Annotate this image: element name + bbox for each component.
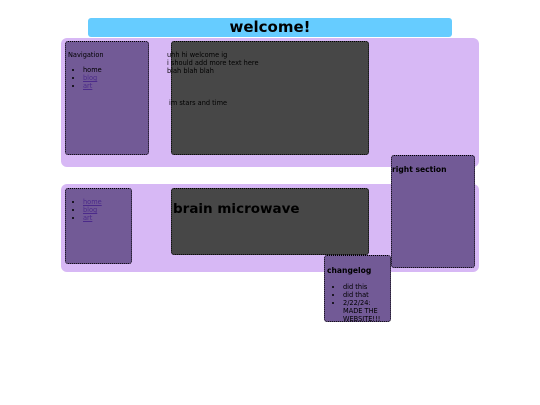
bottom-nav-link-home[interactable]: home — [83, 198, 102, 206]
bottom-nav-link-blog[interactable]: blog — [83, 206, 98, 214]
bottom-nav-link-art[interactable]: art — [83, 214, 93, 222]
changelog-box: changelog did this did that 2/22/24: MAD… — [324, 255, 391, 323]
nav-link-home[interactable]: home — [83, 66, 102, 74]
nav-links: home blog art — [66, 66, 102, 90]
page-title: welcome! — [229, 18, 311, 36]
nav-item-art: art — [83, 82, 102, 90]
bottom-nav-item-art: art — [83, 214, 102, 222]
welcome-content-box: uhh hi welcome ig i should add more text… — [167, 41, 369, 155]
right-section-box: right section — [391, 155, 475, 268]
changelog-item: did that — [343, 291, 391, 299]
stars-text: im stars and time — [169, 99, 228, 107]
welcome-line-3: blah blah blah — [167, 67, 214, 75]
welcome-text: uhh hi welcome ig i should add more text… — [167, 51, 259, 75]
brain-microwave-box: brain microwave — [171, 188, 369, 255]
welcome-line-1: uhh hi welcome ig — [167, 51, 228, 59]
brain-microwave-heading: brain microwave — [173, 201, 300, 217]
bottom-nav-item-blog: blog — [83, 206, 102, 214]
navigation-box: Navigation home blog art — [65, 41, 149, 155]
navigation-heading: Navigation — [68, 51, 104, 59]
changelog-item: did this — [343, 283, 391, 291]
bottom-nav-item-home: home — [83, 198, 102, 206]
welcome-line-2: i should add more text here — [167, 59, 259, 67]
bottom-nav-links: home blog art — [66, 198, 102, 222]
right-section-heading: right section — [392, 165, 447, 174]
nav-link-art[interactable]: art — [83, 82, 93, 90]
nav-item-home: home — [83, 66, 102, 74]
changelog-heading: changelog — [327, 266, 372, 275]
changelog-list: did this did that 2/22/24: MADE THE WEBS… — [325, 283, 391, 323]
nav-item-blog: blog — [83, 74, 102, 82]
changelog-item: 2/22/24: MADE THE WEBSITE!!! — [343, 299, 391, 323]
nav-link-blog[interactable]: blog — [83, 74, 98, 82]
page-title-bar: welcome! — [88, 18, 452, 37]
bottom-navigation-box: home blog art — [65, 188, 132, 264]
